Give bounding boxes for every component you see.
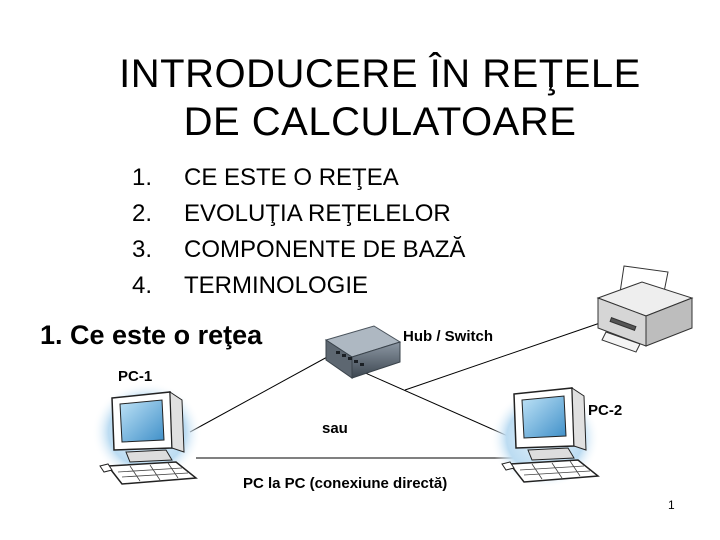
toc-item-text: COMPONENTE DE BAZĂ — [184, 236, 466, 263]
link-hub-printer — [404, 322, 601, 391]
toc-item-text: EVOLUŢIA REŢELELOR — [184, 200, 451, 227]
page-number: 1 — [668, 498, 675, 512]
toc-item-number: 2. — [132, 200, 153, 227]
slide-title-line-1: INTRODUCERE ÎN REŢELE — [119, 52, 641, 96]
table-of-contents: 1. CE ESTE O REŢEA 2. EVOLUŢIA REŢELELOR… — [132, 160, 465, 304]
slide-title-line-2: DE CALCULATOARE — [183, 100, 577, 144]
toc-item: 1. CE ESTE O REŢEA — [132, 160, 465, 196]
toc-item-number: 1. — [132, 164, 153, 191]
hub-switch-icon — [324, 325, 402, 379]
printer-icon — [596, 265, 694, 353]
pc-1-computer-icon — [92, 382, 202, 485]
or-label: sau — [322, 420, 348, 437]
pc-1-label: PC-1 — [118, 368, 153, 385]
slide-title: INTRODUCERE ÎN REŢELE DE CALCULATOARE — [80, 50, 680, 146]
toc-item-number: 4. — [132, 272, 153, 299]
pc-2-label: PC-2 — [588, 402, 623, 419]
link-hub-pc1 — [189, 349, 341, 433]
toc-item-text: TERMINOLOGIE — [184, 272, 369, 299]
toc-item-text: CE ESTE O REŢEA — [184, 164, 399, 191]
toc-item: 2. EVOLUŢIA REŢELELOR — [132, 196, 465, 232]
direct-connection-label: PC la PC (conexiune directă) — [243, 475, 448, 492]
section-heading: 1. Ce este o reţea — [40, 320, 263, 350]
hub-switch-label: Hub / Switch — [403, 328, 493, 345]
pc-2-computer-icon — [490, 387, 600, 488]
toc-item: 4. TERMINOLOGIE — [132, 268, 465, 304]
toc-item: 3. COMPONENTE DE BAZĂ — [132, 232, 465, 268]
toc-item-number: 3. — [132, 236, 153, 263]
